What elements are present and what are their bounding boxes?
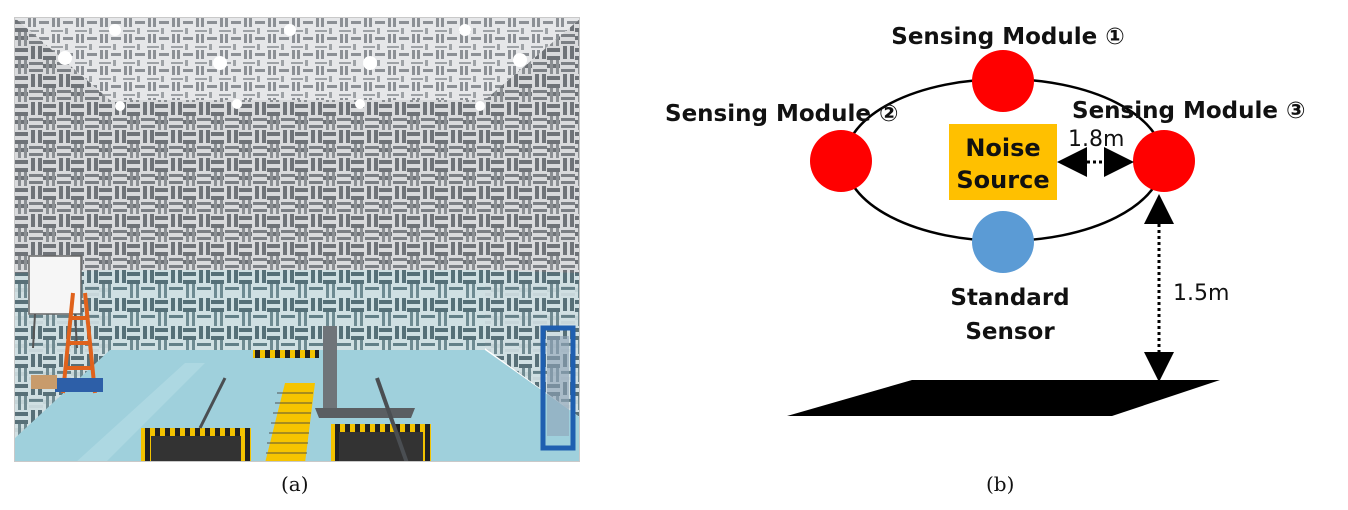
sensing-module-1 xyxy=(972,50,1034,112)
floor-marker xyxy=(253,350,319,358)
caption-a: (a) xyxy=(281,472,309,496)
vertical-distance-label: 1.5m xyxy=(1173,281,1229,306)
sensing-module-3-label: Sensing Module ③ xyxy=(1072,98,1305,124)
standard-sensor-label-1: Standard xyxy=(950,285,1069,311)
chamber-back-wall xyxy=(110,100,485,270)
center-pole xyxy=(323,326,337,411)
horizontal-distance-label: 1.8m xyxy=(1068,127,1124,152)
sensing-module-2 xyxy=(810,130,872,192)
cardboard-box xyxy=(31,375,57,389)
standard-sensor xyxy=(972,211,1034,273)
ceiling-lights xyxy=(58,24,527,111)
sensing-module-2-label: Sensing Module ② xyxy=(665,101,898,127)
anechoic-chamber-illustration xyxy=(15,18,579,461)
standard-sensor-label-2: Sensor xyxy=(965,319,1055,345)
noise-source xyxy=(949,124,1057,200)
orange-ladder xyxy=(61,292,97,394)
chamber-ceiling xyxy=(15,18,579,100)
caption-b: (b) xyxy=(986,472,1015,496)
noise-source-label-2: Source xyxy=(956,166,1049,194)
sensing-module-1-label: Sensing Module ① xyxy=(891,24,1124,50)
chamber-back-wall-lower xyxy=(110,270,485,350)
floor-plane xyxy=(787,380,1220,416)
equipment-stand xyxy=(540,325,576,451)
anechoic-chamber-photo xyxy=(14,17,580,462)
noise-source-label-1: Noise xyxy=(965,134,1040,162)
sensing-module-3 xyxy=(1133,130,1195,192)
